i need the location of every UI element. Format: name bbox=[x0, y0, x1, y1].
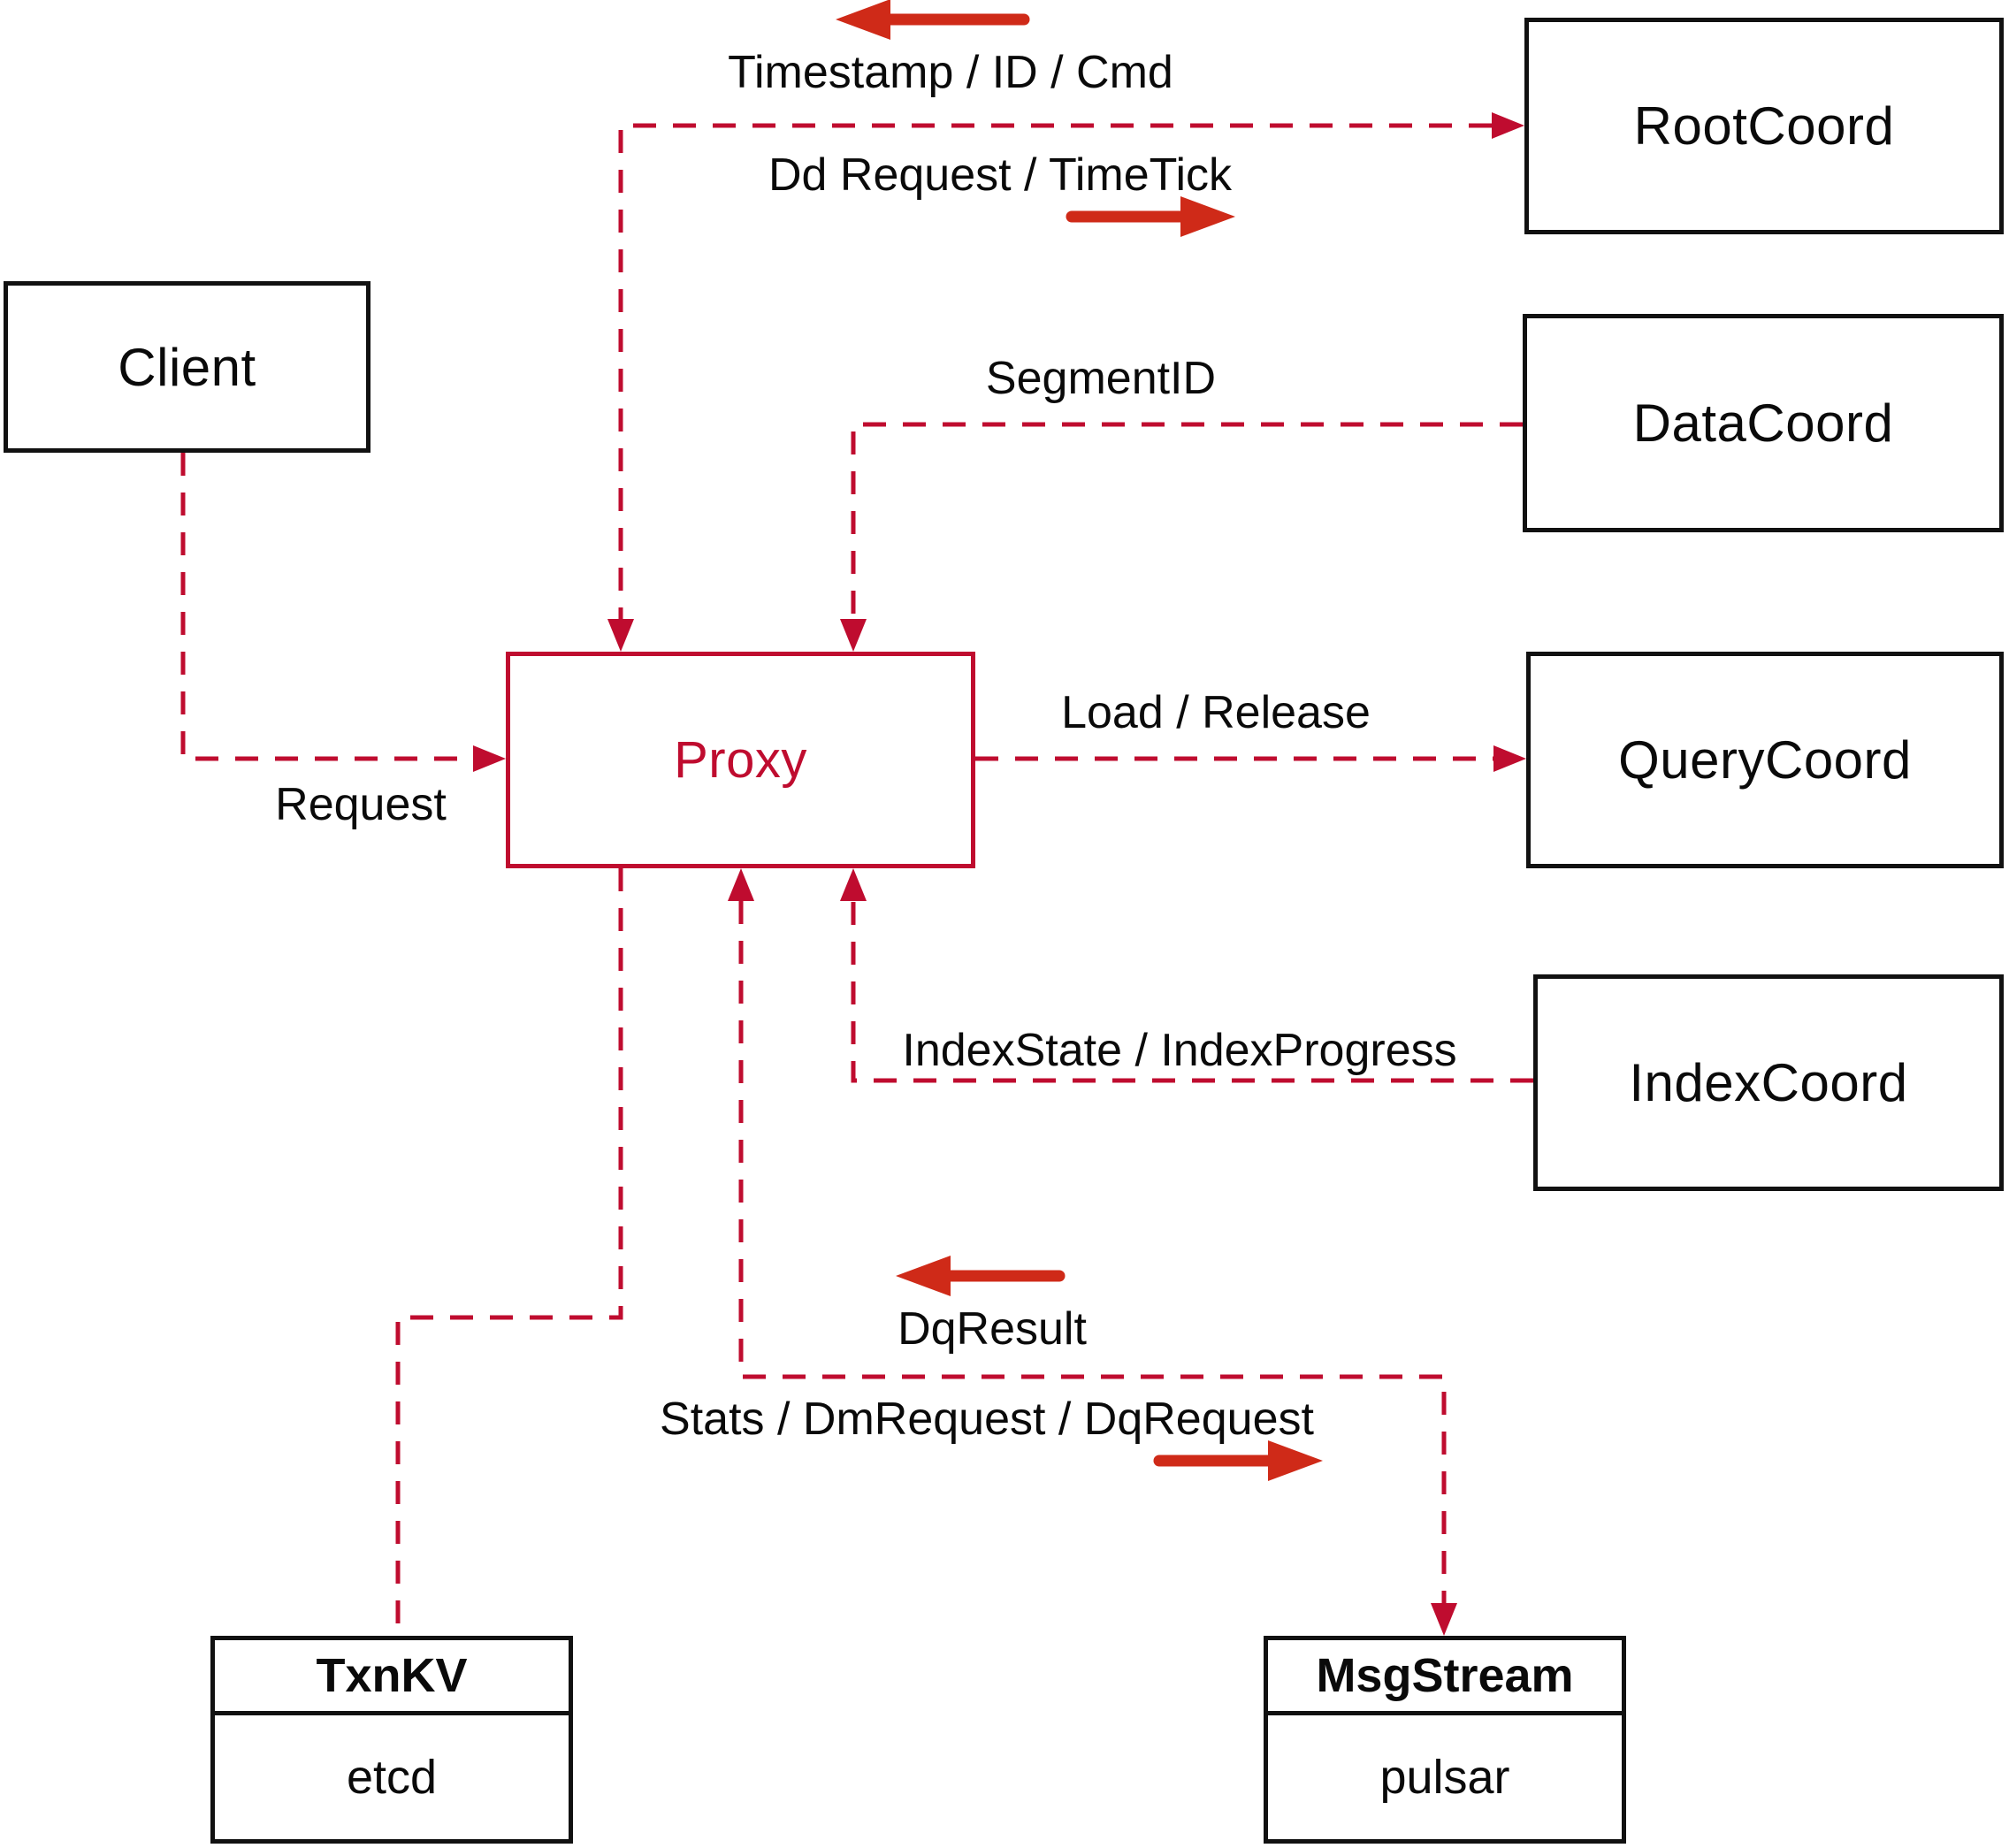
txnkv-store-title: TxnKV bbox=[215, 1640, 569, 1715]
edge-label-timestamp-id-cmd: Timestamp / ID / Cmd bbox=[728, 47, 1173, 98]
txnkv-store-impl: etcd bbox=[346, 1751, 438, 1804]
arrowhead-into-proxy-top-right bbox=[840, 619, 867, 652]
edge-label-stats-dm-dq: Stats / DmRequest / DqRequest bbox=[660, 1394, 1314, 1445]
querycoord-node: QueryCoord bbox=[1526, 652, 2004, 868]
txnkv-store: TxnKV etcd bbox=[210, 1636, 573, 1844]
edge-label-index-state-progress: IndexState / IndexProgress bbox=[902, 1025, 1457, 1076]
proxy-node: Proxy bbox=[506, 652, 975, 868]
arrowhead-into-rootcoord bbox=[1492, 112, 1524, 139]
ddrequest-direction-right-arrow-icon bbox=[1180, 196, 1235, 237]
edge-proxy-msgstream bbox=[738, 901, 1447, 1603]
querycoord-node-label: QueryCoord bbox=[1618, 730, 1912, 790]
edge-indexcoord-proxy bbox=[851, 901, 1533, 1083]
datacoord-node: DataCoord bbox=[1523, 314, 2004, 532]
msgstream-store-impl: pulsar bbox=[1379, 1751, 1510, 1804]
arrowhead-into-querycoord bbox=[1493, 745, 1526, 772]
rootcoord-node-label: RootCoord bbox=[1633, 96, 1895, 156]
edge-client-proxy bbox=[180, 453, 473, 761]
timestamp-direction-left-arrow-icon bbox=[836, 0, 890, 40]
edge-label-dd-request-timetick: Dd Request / TimeTick bbox=[768, 149, 1233, 201]
edge-label-load-release: Load / Release bbox=[1061, 687, 1371, 738]
msgstream-store: MsgStream pulsar bbox=[1264, 1636, 1626, 1844]
rootcoord-node: RootCoord bbox=[1524, 18, 2004, 234]
msgstream-store-title: MsgStream bbox=[1268, 1640, 1622, 1715]
arrowhead-into-proxy-top-left bbox=[607, 619, 634, 652]
edge-proxy-txnkv bbox=[395, 868, 623, 1636]
arrowhead-into-proxy-left bbox=[473, 745, 506, 772]
edge-label-dq-result: DqResult bbox=[898, 1303, 1087, 1355]
datacoord-node-label: DataCoord bbox=[1632, 393, 1894, 453]
arrowhead-into-msgstream bbox=[1431, 1603, 1457, 1636]
stats-direction-right-arrow-icon bbox=[1268, 1440, 1323, 1481]
edge-datacoord-proxy bbox=[851, 422, 1523, 619]
client-node: Client bbox=[4, 281, 370, 453]
dqresult-direction-left-arrow-icon bbox=[896, 1256, 951, 1296]
indexcoord-node-label: IndexCoord bbox=[1629, 1053, 1908, 1112]
arrowhead-into-proxy-bottom-left bbox=[728, 868, 754, 901]
edge-label-request: Request bbox=[275, 779, 447, 830]
client-node-label: Client bbox=[118, 337, 256, 397]
edge-label-segment-id: SegmentID bbox=[985, 353, 1217, 404]
arrowhead-into-proxy-bottom-right bbox=[840, 868, 867, 901]
edge-proxy-rootcoord bbox=[618, 123, 1492, 619]
indexcoord-node: IndexCoord bbox=[1533, 974, 2004, 1191]
proxy-node-label: Proxy bbox=[674, 731, 807, 789]
